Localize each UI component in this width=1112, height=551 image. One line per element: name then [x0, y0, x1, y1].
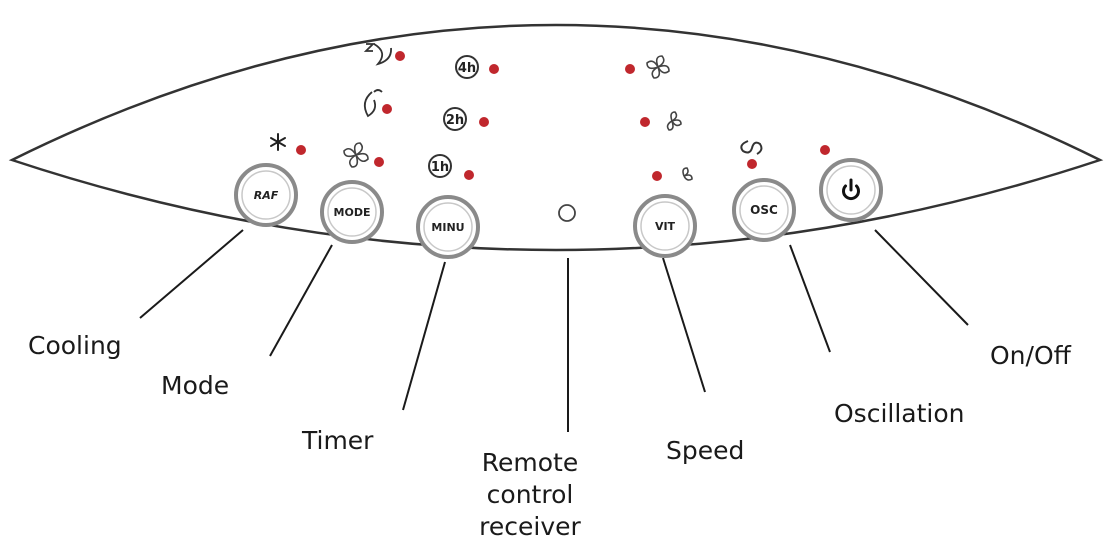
speed-button-label: VIT — [655, 220, 676, 233]
oscillation-button[interactable]: OSC — [732, 178, 796, 242]
leader-line-timer — [402, 261, 446, 411]
panel-outline — [8, 23, 1104, 252]
mode-button-label: MODE — [334, 206, 371, 219]
timer-2h-indicator: 2h — [443, 107, 467, 131]
callout-on-off: On/Off — [990, 341, 1071, 370]
led-power — [820, 145, 830, 155]
callout-remote-control-receiver: Remote control receiver — [470, 447, 590, 543]
led-speed-high — [625, 64, 635, 74]
fan-high-icon — [646, 55, 670, 79]
svg-text:4h: 4h — [458, 61, 476, 76]
leader-line-oscillation — [789, 244, 831, 353]
callout-cooling: Cooling — [28, 331, 122, 360]
power-button[interactable] — [819, 158, 883, 222]
led-mode-natural — [382, 104, 392, 114]
led-mode-sleep — [395, 51, 405, 61]
timer-4h-indicator: 4h — [455, 55, 479, 79]
timer-button-label: MINU — [431, 221, 464, 234]
svg-text:2h: 2h — [446, 113, 464, 128]
fan-medium-icon — [666, 111, 682, 131]
led-cooling — [296, 145, 306, 155]
power-icon — [842, 178, 860, 201]
callout-oscillation: Oscillation — [834, 399, 965, 428]
svg-text:1h: 1h — [431, 160, 449, 175]
callout-mode: Mode — [161, 371, 230, 400]
cooling-button[interactable]: RAF — [234, 163, 298, 227]
indicator-leds — [296, 51, 830, 181]
speed-button[interactable]: VIT — [633, 194, 697, 258]
callout-remote-line-1: Remote — [481, 448, 579, 477]
leader-line-on-off — [874, 229, 969, 326]
timer-1h-indicator: 1h — [428, 154, 452, 178]
callout-remote-line-3: receiver — [479, 512, 581, 541]
fan-mode-icon — [343, 142, 369, 168]
leader-line-mode — [269, 244, 333, 357]
leader-line-cooling — [139, 229, 244, 319]
led-speed-low — [652, 171, 662, 181]
snowflake-icon — [270, 133, 286, 151]
natural-wind-icon — [363, 89, 383, 118]
callout-timer: Timer — [302, 426, 374, 455]
led-speed-medium — [640, 117, 650, 127]
led-timer-2h — [479, 117, 489, 127]
callout-remote-line-2: control — [486, 480, 574, 509]
remote-receiver — [558, 204, 576, 222]
oscillation-icon — [740, 140, 763, 155]
mode-button[interactable]: MODE — [320, 180, 384, 244]
oscillation-button-label: OSC — [750, 203, 778, 217]
sleep-mode-icon — [363, 43, 392, 66]
led-timer-1h — [464, 170, 474, 180]
led-mode-fan — [374, 157, 384, 167]
leader-line-speed — [662, 257, 706, 393]
led-timer-4h — [489, 64, 499, 74]
fan-low-icon — [682, 167, 693, 181]
cooling-button-label: RAF — [254, 189, 279, 202]
callout-speed: Speed — [666, 436, 745, 465]
led-oscillation — [747, 159, 757, 169]
timer-button[interactable]: MINU — [416, 195, 480, 259]
